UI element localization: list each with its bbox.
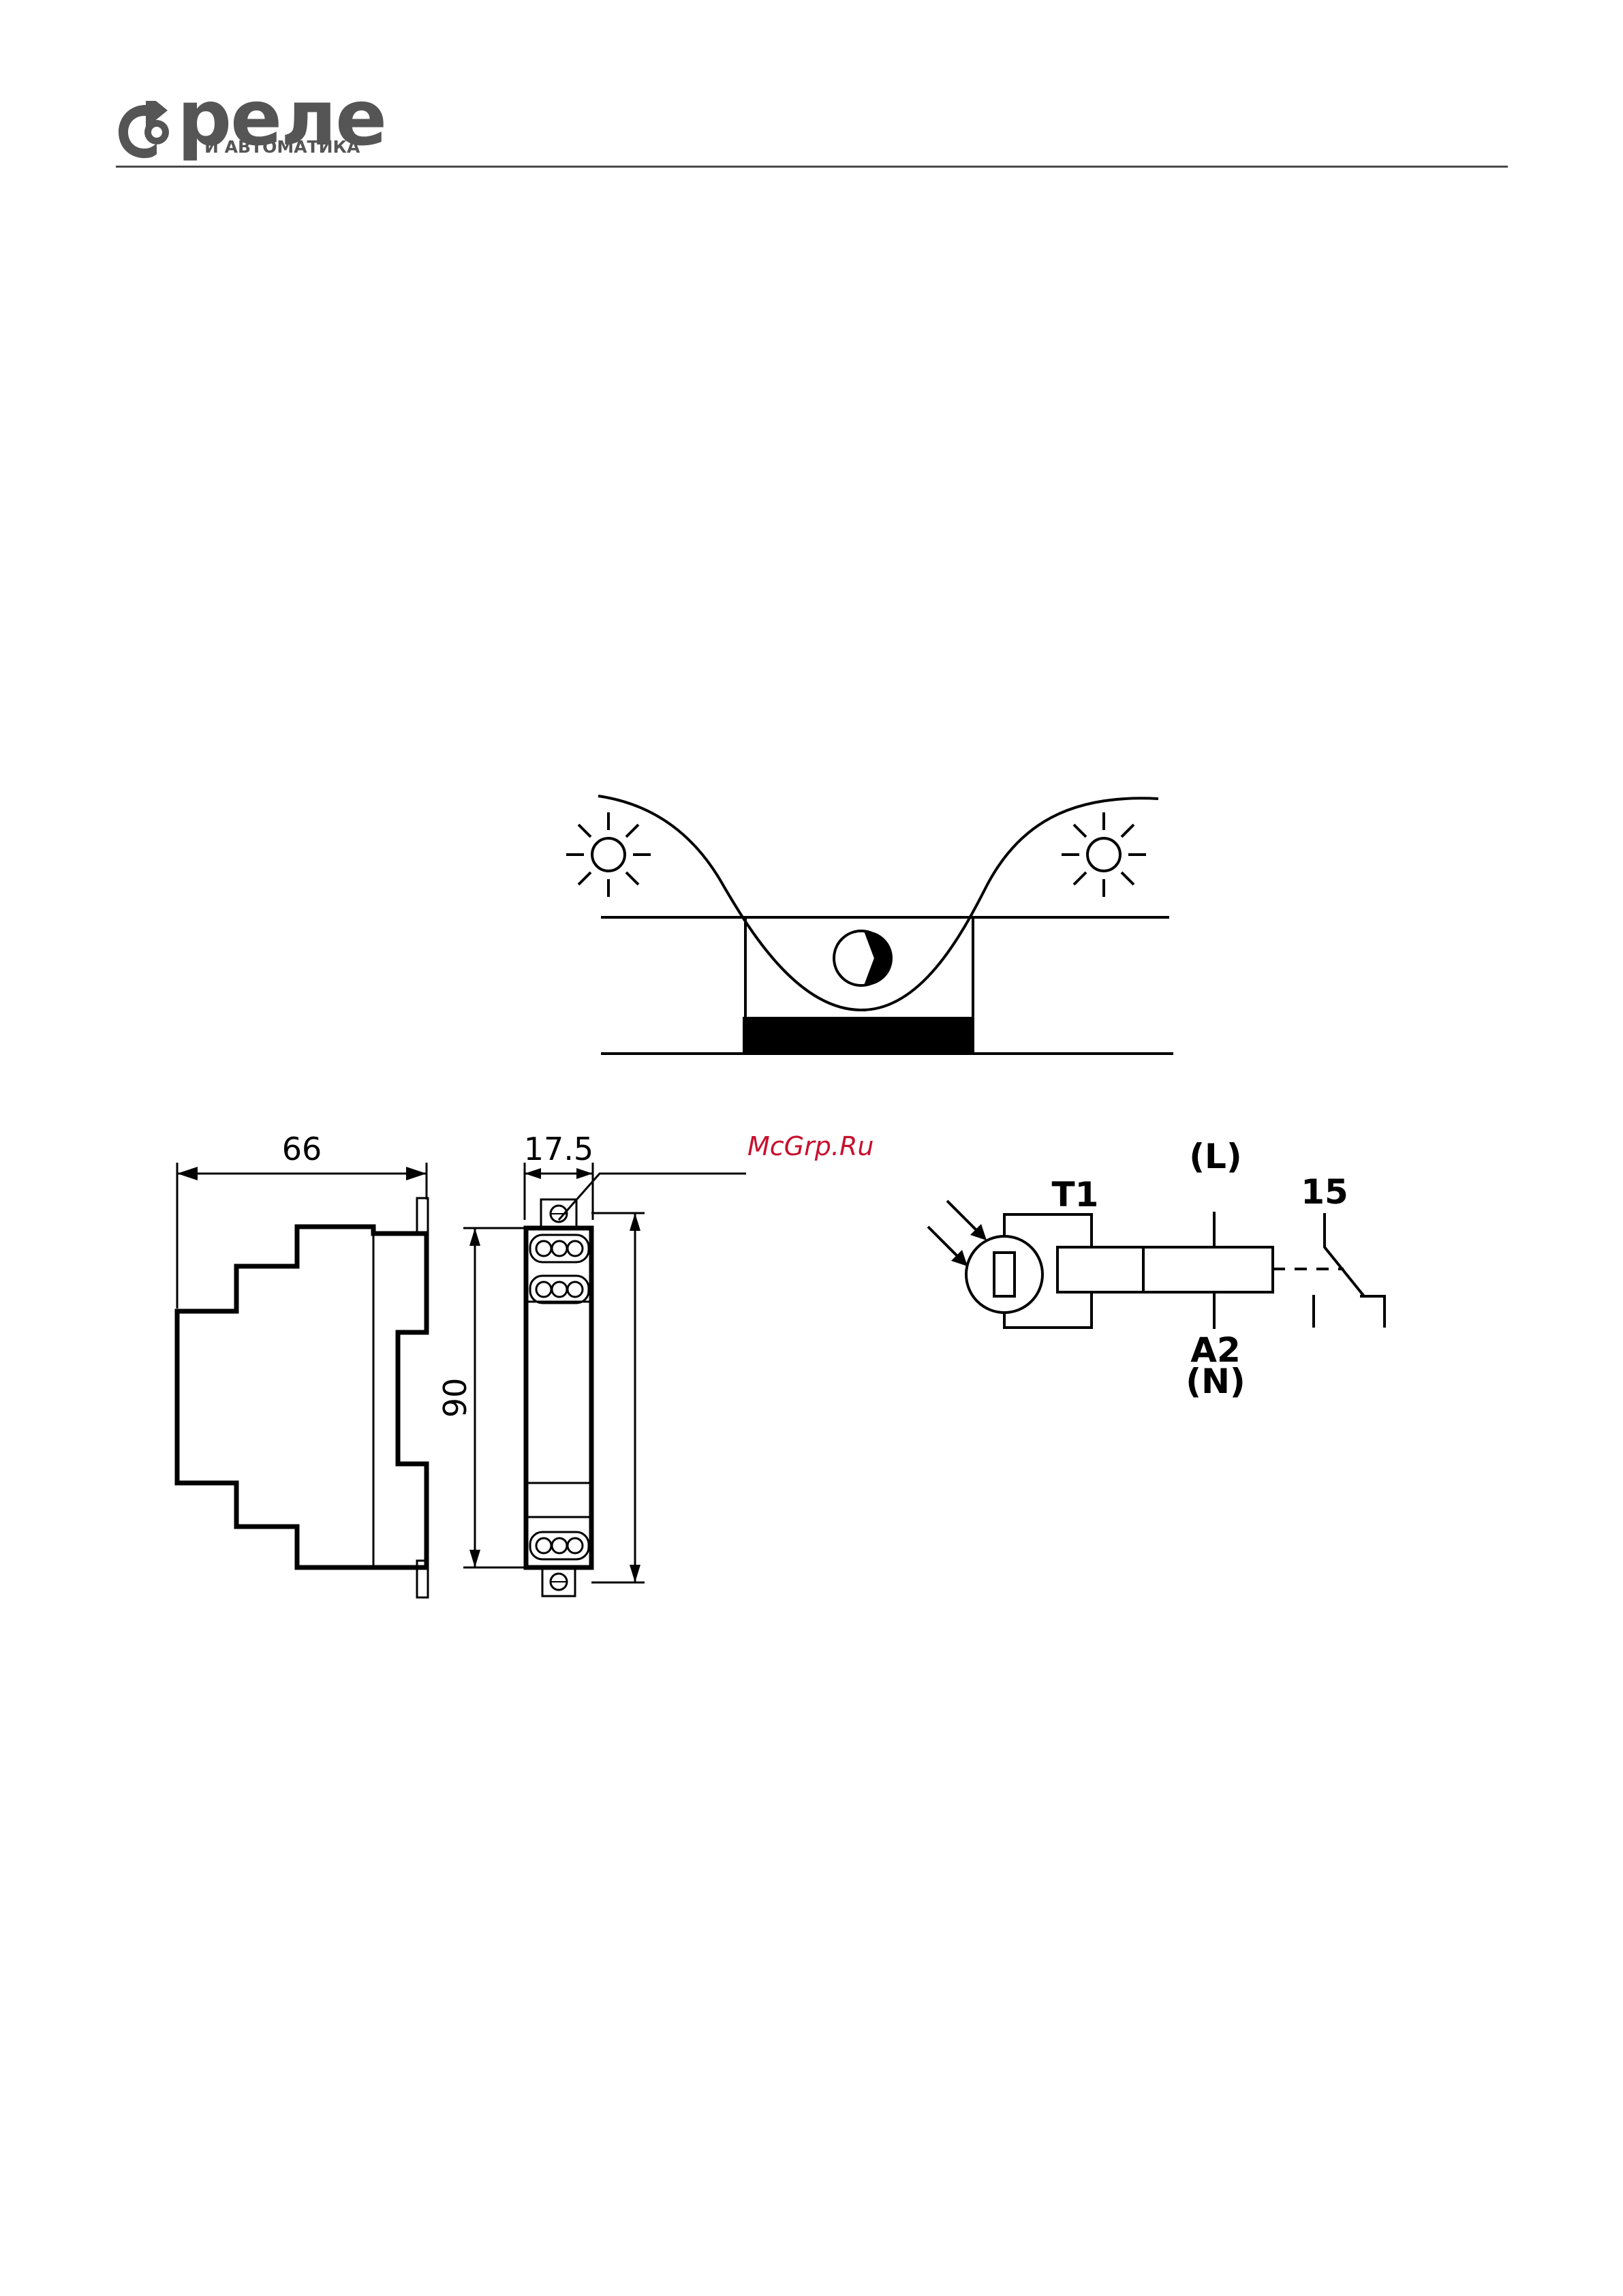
- bottom-terminals: [530, 1532, 589, 1559]
- output-on-bar: [743, 1017, 974, 1052]
- height-dimension-label: 90: [437, 1378, 474, 1418]
- side-profile-outline: [177, 1227, 427, 1567]
- side-view-drawing: 66: [177, 1131, 428, 1597]
- terminal-T1-label: T1: [1052, 1175, 1099, 1214]
- front-view-drawing: 17.5 90: [437, 1131, 746, 1596]
- sun-left-icon: [566, 812, 651, 897]
- sun-right-icon: [1062, 812, 1146, 897]
- twilight-function-diagram: [566, 796, 1173, 1054]
- top-terminals: [530, 1235, 589, 1303]
- terminal-N-label: (N): [1186, 1362, 1246, 1401]
- relay-coil: [1143, 1247, 1273, 1292]
- photo-sensor-icon: [966, 1236, 1042, 1313]
- wiring-schematic: T1 (L) A2 (N) 15: [928, 1137, 1385, 1401]
- night-symbol-icon: [834, 931, 893, 985]
- width-dimension-label: 17.5: [524, 1131, 593, 1167]
- relay-module: [1057, 1247, 1143, 1292]
- terminal-L-label: (L): [1189, 1137, 1242, 1176]
- terminal-15-label: 15: [1301, 1172, 1348, 1212]
- depth-dimension-label: 66: [282, 1131, 322, 1167]
- light-arrows-icon: [928, 1201, 987, 1266]
